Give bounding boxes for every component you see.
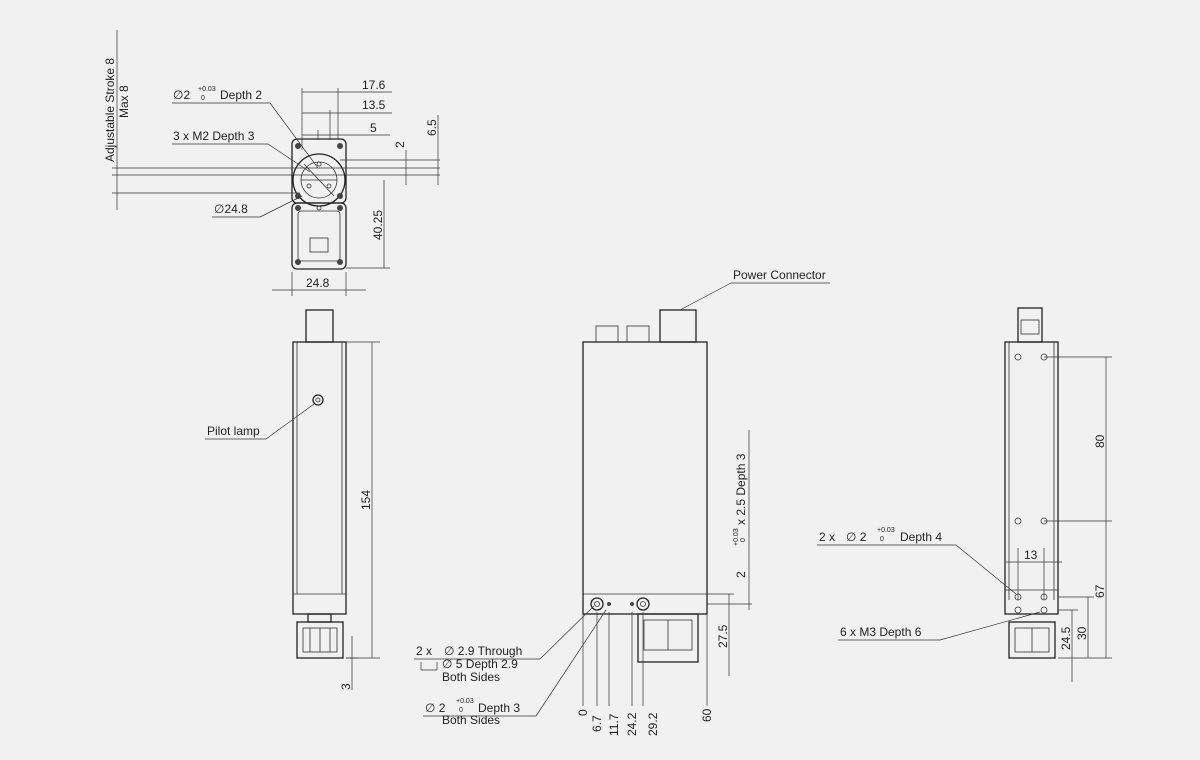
m3-label: 6 x M3 Depth 6 — [840, 625, 922, 639]
dim-24-8: 24.8 — [306, 276, 330, 290]
dim-67: 67 — [1093, 584, 1107, 598]
dim-17-6: 17.6 — [362, 78, 386, 92]
pin-tol-upper: +0.03 — [456, 698, 474, 705]
tol-lower: 0 — [201, 95, 205, 102]
pilot-lamp-label: Pilot lamp — [207, 424, 260, 438]
through-prefix: 2 x — [416, 644, 432, 658]
bottom-dim-11-7: 11.7 — [607, 713, 621, 736]
cbore-label: ∅ 5 Depth 2.9 — [442, 657, 518, 671]
dim-13-5: 13.5 — [362, 98, 386, 112]
bottom-dim-60: 60 — [700, 708, 714, 722]
dim-2: 2 — [393, 141, 407, 148]
bottom-dim-6-7: 6.7 — [590, 715, 604, 732]
vertical-tol-lower: 0 — [740, 538, 747, 542]
hole-depth-suffix: Depth 2 — [220, 88, 262, 102]
vertical-tol-upper: +0.03 — [733, 528, 740, 546]
hole-depth-prefix: ∅2 — [173, 88, 190, 102]
pin-tol-lower: 0 — [459, 707, 463, 714]
right-pin-suffix: Depth 4 — [900, 530, 942, 544]
through-label: ∅ 2.9 Through — [444, 644, 522, 658]
dim-40-25: 40.25 — [371, 210, 385, 240]
dim-13: 13 — [1024, 548, 1038, 562]
vertical-suffix: x 2.5 Depth 3 — [734, 453, 748, 525]
dim-80: 80 — [1093, 434, 1107, 448]
stroke-label: Adjustable Stroke 8 — [103, 58, 117, 162]
pin-suffix: Depth 3 — [478, 701, 520, 715]
stroke-max-label: Max 8 — [117, 85, 131, 118]
power-connector-label: Power Connector — [733, 268, 826, 282]
dim-24-5: 24.5 — [1059, 626, 1073, 650]
front-view: Power Connector 2 +0.03 0 x 2.5 Depth 3 … — [414, 268, 830, 736]
dim-3: 3 — [339, 683, 353, 690]
top-view: Adjustable Stroke 8 Max 8 ∅2 +0.03 0 Dep… — [103, 30, 440, 296]
tol-upper: +0.03 — [198, 86, 216, 93]
pin-prefix: ∅ 2 — [425, 701, 446, 715]
right-view: 80 67 13 30 24.5 2 x ∅ 2 +0.03 0 Depth 4… — [817, 307, 1112, 682]
right-pin-dia: ∅ 2 — [846, 530, 867, 544]
dim-30: 30 — [1075, 626, 1089, 640]
vertical-prefix: 2 — [734, 571, 748, 578]
right-pin-tol-upper: +0.03 — [877, 527, 895, 534]
m2-label: 3 x M2 Depth 3 — [173, 129, 255, 143]
dia-label: ∅24.8 — [214, 202, 248, 216]
dim-154: 154 — [359, 490, 373, 510]
both-sides-2: Both Sides — [442, 713, 500, 727]
bottom-dim-0: 0 — [576, 709, 590, 716]
bottom-dim-24-2: 24.2 — [625, 712, 639, 736]
dim-5: 5 — [370, 121, 377, 135]
dim-27-5: 27.5 — [716, 624, 730, 648]
bottom-dim-29-2: 29.2 — [646, 712, 660, 736]
right-pin-prefix: 2 x — [819, 530, 835, 544]
both-sides-1: Both Sides — [442, 670, 500, 684]
dim-6-5: 6.5 — [425, 119, 439, 136]
left-view: Pilot lamp 154 3 — [205, 309, 380, 690]
right-pin-tol-lower: 0 — [880, 536, 884, 543]
